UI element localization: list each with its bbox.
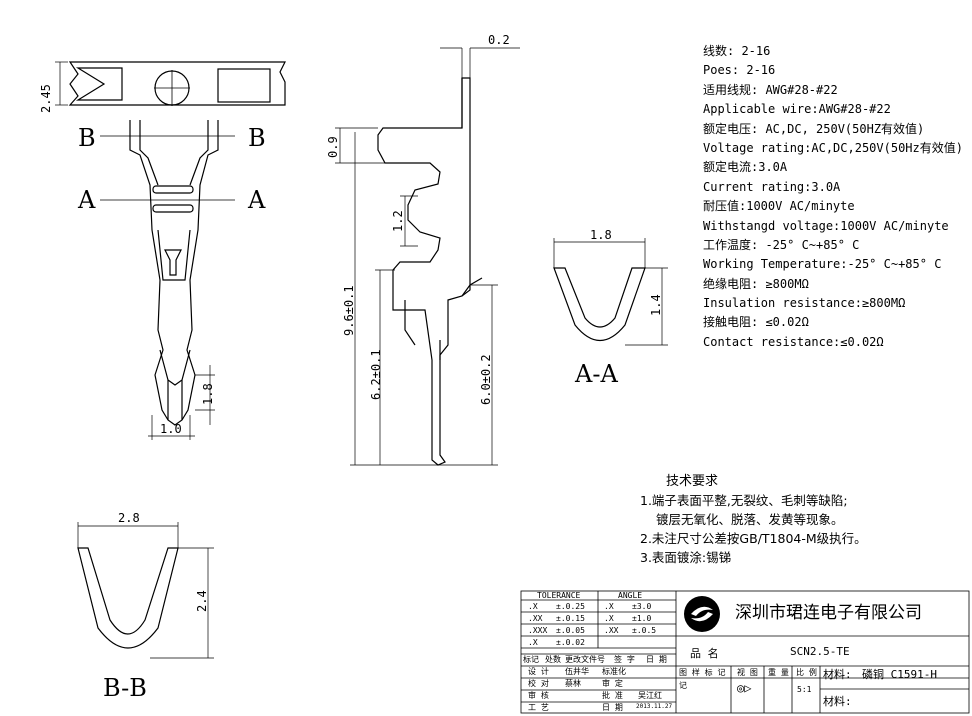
- spec-line: 线数: 2-16: [703, 44, 771, 58]
- tol-cell: ±.0.25: [556, 602, 585, 611]
- row-cell: 2013.11.27: [636, 703, 673, 710]
- spec-line: 额定电流:3.0A: [703, 160, 788, 175]
- dim-1-2: 1.2: [391, 210, 405, 232]
- row-cell: 审 核: [528, 691, 549, 700]
- mark-cell: 处数: [545, 655, 561, 664]
- tol-cell: ±3.0: [632, 602, 652, 611]
- spec-line: Insulation resistance:≥800MΩ: [703, 296, 906, 311]
- dim-0-9: 0.9: [326, 136, 340, 158]
- company-logo: [684, 596, 720, 632]
- dim-1-0: 1.0: [160, 422, 182, 436]
- spec-line: Withstangd voltage:1000V AC/minyte: [703, 218, 949, 233]
- spec-line: 额定电压: AC,DC, 250V(50HZ有效值): [703, 121, 925, 136]
- tol-cell: .X: [604, 602, 614, 611]
- spec-line: Current rating:3.0A: [703, 179, 841, 194]
- spec-line: Applicable wire:AWG#28-#22: [703, 102, 891, 117]
- spec-list: 线数: 2-16 Poes: 2-16 适用线规: AWG#28-#22 App…: [703, 42, 968, 352]
- angle-title: ANGLE: [618, 591, 643, 600]
- tol-cell: ±.0.5: [632, 626, 657, 635]
- row-cell: 伍井华: [565, 667, 589, 676]
- section-label-a-left: A: [78, 186, 96, 214]
- dim-0-2: 0.2: [488, 33, 510, 47]
- dim-2-8: 2.8: [118, 511, 140, 525]
- header-cell: 图 样 标 记: [679, 668, 726, 677]
- section-label-b-left: B: [78, 124, 96, 152]
- tech-title: 技术要求: [666, 474, 719, 489]
- row-cell: 蔡林: [565, 679, 581, 688]
- mark-cell: 日 期: [646, 655, 667, 664]
- section-title-a-a: A-A: [575, 360, 618, 388]
- tol-cell: ±.0.02: [556, 638, 585, 647]
- spec-line: 接触电阻: ≤0.02Ω: [703, 315, 809, 330]
- dim-1-4: 1.4: [649, 294, 663, 316]
- row-cell: 日 期: [602, 703, 623, 712]
- material-label-2: 材料:: [823, 695, 852, 708]
- dim-9-6: 9.6±0.1: [342, 285, 356, 336]
- part-name-label: 品 名: [690, 647, 719, 660]
- tol-cell: .X: [528, 602, 538, 611]
- material-value: 磷铜 C1591-H: [862, 668, 937, 681]
- tol-cell: ±.0.05: [556, 626, 585, 635]
- mark-cell: 更改文件号: [565, 655, 605, 664]
- row-cell: 校 对: [528, 679, 549, 688]
- section-b-b: [77, 547, 179, 649]
- terminal-side-view: [377, 77, 483, 466]
- spec-line: 适用线规: AWG#28-#22: [703, 82, 838, 97]
- stage-mark: 记: [679, 681, 687, 690]
- terminal-top-view: [68, 61, 286, 426]
- header-cell: 重 量: [768, 668, 789, 677]
- scale-value: 5:1: [797, 685, 812, 694]
- spec-line: Poes: 2-16: [703, 63, 776, 78]
- tol-cell: ±.0.15: [556, 614, 585, 623]
- tol-cell: .XX: [604, 626, 619, 635]
- dim-1-8-aa: 1.8: [590, 228, 612, 242]
- part-number: SCN2.5-TE: [790, 645, 850, 658]
- header-cell: 比 例: [796, 668, 817, 677]
- mark-cell: 标记: [523, 655, 539, 664]
- material-label: 材料:: [823, 668, 852, 681]
- spec-line: Contact resistance:≤0.02Ω: [703, 334, 884, 349]
- row-cell: 标准化: [602, 667, 626, 676]
- section-title-b-b: B-B: [103, 674, 147, 702]
- section-label-a-right: A: [248, 186, 266, 214]
- spec-line: 工作温度: -25° C~+85° C: [703, 237, 860, 252]
- tech-item: 2.未注尺寸公差按GB/T1804-M级执行。: [640, 531, 867, 546]
- tol-cell: .XXX: [528, 626, 548, 635]
- tolerance-title: TOLERANCE: [537, 591, 581, 600]
- tol-cell: .X: [604, 614, 614, 623]
- spec-line: 耐压值:1000V AC/minyte: [703, 199, 855, 214]
- dim-2-45: 2.45: [39, 84, 53, 113]
- tol-cell: ±1.0: [632, 614, 652, 623]
- company-name: 深圳市珺连电子有限公司: [735, 603, 922, 623]
- tech-item: 镀层无氧化、脱落、发黄等现象。: [656, 512, 844, 527]
- header-cell: 视 图: [737, 668, 758, 677]
- tech-requirements: 技术要求 1.端子表面平整,无裂纹、毛刺等缺陷; 镀层无氧化、脱落、发黄等现象。…: [640, 472, 867, 567]
- spec-line: 绝缘电阻: ≥800MΩ: [703, 276, 809, 291]
- spec-line: Voltage rating:AC,DC,250V(50Hz有效值): [703, 140, 963, 155]
- title-block: [520, 590, 970, 714]
- row-cell: 审 定: [602, 679, 623, 688]
- projection-icon: ◎▷: [737, 681, 752, 695]
- mark-cell: 签 字: [614, 655, 635, 664]
- tol-cell: .XX: [528, 614, 543, 623]
- tol-cell: .X: [528, 638, 538, 647]
- row-cell: 设 计: [528, 667, 549, 676]
- section-label-b-right: B: [248, 124, 266, 152]
- tech-item: 3.表面镀涂:锡锑: [640, 550, 732, 565]
- section-a-a: [553, 267, 646, 341]
- dim-1-8-tip: 1.8: [201, 383, 215, 405]
- dim-2-4: 2.4: [195, 590, 209, 612]
- dim-6-2: 6.2±0.1: [369, 349, 383, 400]
- row-cell: 批 准: [602, 691, 623, 700]
- spec-line: Working Temperature:-25° C~+85° C: [703, 257, 942, 272]
- tech-item: 1.端子表面平整,无裂纹、毛刺等缺陷;: [640, 493, 848, 508]
- dim-6-0: 6.0±0.2: [479, 354, 493, 405]
- row-cell: 工 艺: [528, 703, 549, 712]
- row-cell: 吴江红: [638, 691, 662, 700]
